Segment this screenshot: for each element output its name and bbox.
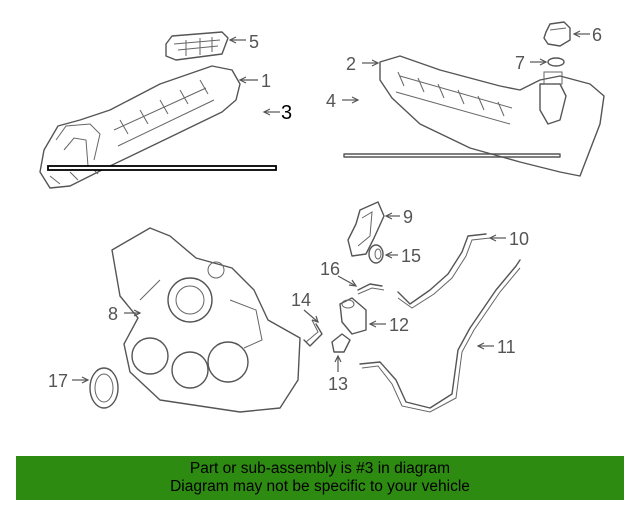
part-1-left-valve-cover[interactable] <box>39 65 241 189</box>
part-14-hose[interactable] <box>303 319 323 347</box>
banner-line-1: Part or sub-assembly is #3 in diagram <box>189 460 451 477</box>
callout-3: 3 <box>281 102 292 124</box>
part-13-clip[interactable] <box>331 333 351 353</box>
callout-labels: 5 1 3 2 4 6 7 8 9 10 11 12 13 14 15 16 1… <box>48 25 602 394</box>
callout-7: 7 <box>515 53 525 73</box>
callout-17: 17 <box>48 371 68 391</box>
part-15-grommet[interactable] <box>368 244 384 264</box>
callout-10: 10 <box>509 229 529 249</box>
part-5-cover-plate[interactable] <box>165 31 229 61</box>
callout-2: 2 <box>346 54 356 74</box>
part-10-tube[interactable] <box>397 233 491 309</box>
part-17-seal[interactable] <box>89 367 119 409</box>
parts-diagram: 5 1 3 2 4 6 7 8 9 10 11 12 13 14 15 16 1… <box>39 21 605 413</box>
part-16-hose[interactable] <box>357 283 385 295</box>
callout-6: 6 <box>592 25 602 45</box>
part-2-right-valve-cover[interactable] <box>379 55 605 177</box>
callout-1: 1 <box>261 71 271 91</box>
part-8-front-cover[interactable] <box>111 227 301 413</box>
part-9-bracket[interactable] <box>347 201 385 257</box>
callout-4: 4 <box>326 91 336 111</box>
part-6-oil-cap[interactable] <box>543 21 571 47</box>
callout-13: 13 <box>328 374 348 394</box>
callout-16: 16 <box>320 259 340 279</box>
callout-8: 8 <box>108 304 118 324</box>
callout-15: 15 <box>401 246 421 266</box>
callout-9: 9 <box>403 207 413 227</box>
part-3-gasket[interactable] <box>47 165 277 171</box>
info-banner: Part or sub-assembly is #3 in diagram Di… <box>16 456 624 500</box>
part-4-gasket[interactable] <box>343 153 561 158</box>
leader-lines <box>72 30 590 384</box>
callout-12: 12 <box>389 315 409 335</box>
part-7-o-ring[interactable] <box>547 57 565 67</box>
callout-14: 14 <box>291 290 311 310</box>
part-12-valve[interactable] <box>339 297 367 335</box>
part-11-breather-tube[interactable] <box>359 259 521 413</box>
callout-11: 11 <box>497 337 516 357</box>
callout-5: 5 <box>249 32 259 52</box>
banner-line-2: Diagram may not be specific to your vehi… <box>170 478 470 495</box>
